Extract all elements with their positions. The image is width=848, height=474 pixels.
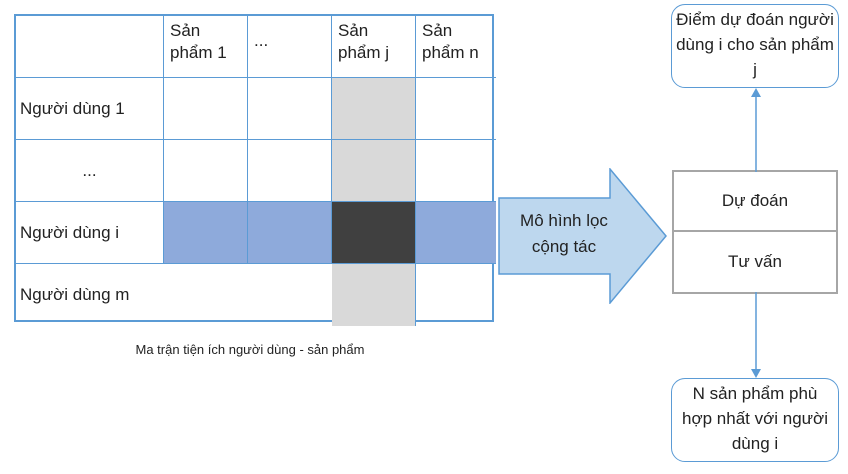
matrix-cell	[248, 78, 332, 140]
matrix-cell-column-j	[332, 140, 416, 202]
matrix-header-ellipsis: ...	[248, 16, 332, 78]
recommendation-output-box: N sản phẩm phù hợp nhất với người dùng i	[671, 378, 839, 462]
matrix-row-label-user-m: Người dùng m	[20, 285, 130, 304]
matrix-header-product-n: Sản phẩm n	[416, 16, 496, 78]
prediction-output-box: Điểm dự đoán người dùng i cho sản phẩm j	[671, 4, 839, 88]
matrix-cell-column-j	[332, 264, 416, 326]
matrix-cell-row-i	[248, 202, 332, 264]
matrix-cell-target-ij	[332, 202, 416, 264]
matrix-header-product-j: Sản phẩm j	[332, 16, 416, 78]
collaborative-filtering-arrow	[498, 168, 667, 304]
matrix-cell-row-i	[164, 202, 248, 264]
model-box: Dự đoán Tư vấn	[672, 170, 838, 294]
matrix-header-product-1: Sản phẩm 1	[164, 16, 248, 78]
matrix-cell	[416, 140, 496, 202]
recommendation-output-text: N sản phẩm phù hợp nhất với người dùng i	[682, 384, 828, 453]
matrix-cell	[416, 78, 496, 140]
matrix-row-label-ellipsis: ...	[16, 140, 164, 202]
prediction-output-text: Điểm dự đoán người dùng i cho sản phẩm j	[676, 10, 834, 79]
matrix-cell	[164, 140, 248, 202]
arrow-up-to-prediction	[751, 88, 761, 172]
matrix-cell-column-j	[332, 78, 416, 140]
matrix-cell	[416, 264, 496, 326]
model-arrow-label: Mô hình lọc cộng tác	[520, 211, 608, 256]
arrow-down-to-recommendation	[751, 292, 761, 378]
matrix-row-label-user-1: Người dùng 1	[16, 78, 164, 140]
matrix-row-label-user-i: Người dùng i	[16, 202, 164, 264]
matrix-corner-cell	[16, 16, 164, 78]
utility-matrix: Sản phẩm 1 ... Sản phẩm j Sản phẩm n Ngư…	[14, 14, 496, 326]
matrix-cell	[248, 140, 332, 202]
recommend-section: Tư vấn	[728, 252, 782, 271]
predict-section: Dự đoán	[674, 172, 836, 232]
matrix-cell	[164, 78, 248, 140]
matrix-caption: Ma trận tiện ích người dùng - sản phẩm	[135, 342, 365, 357]
matrix-cell-row-i	[416, 202, 496, 264]
